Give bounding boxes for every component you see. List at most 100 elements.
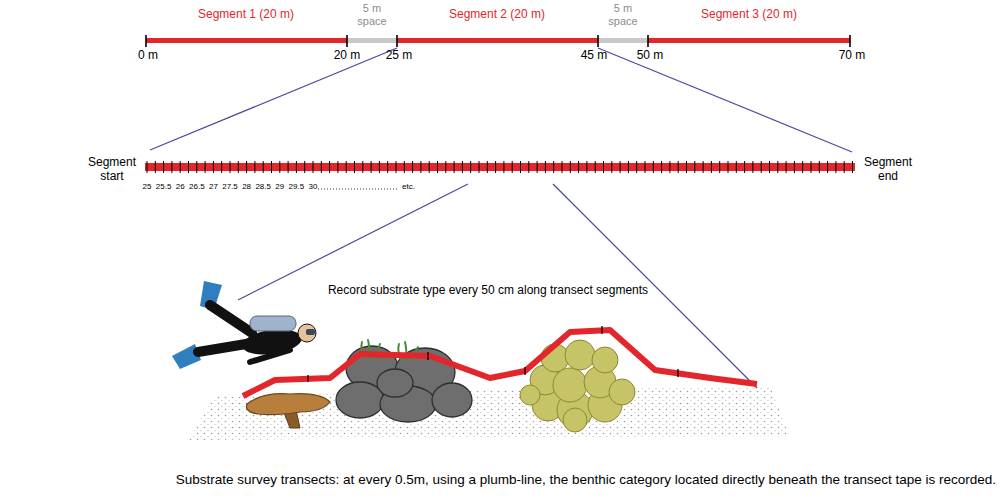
transect-tape [243,330,757,396]
tick [221,161,222,173]
distance-label: 45 m [581,49,608,63]
tick-number: 29.5 [289,182,305,191]
tick-number: 25.5 [156,182,172,191]
tick [462,161,463,173]
tick [437,161,438,173]
tick [254,161,255,173]
tick [420,161,421,173]
tick [246,161,247,173]
tick [703,161,704,173]
tick [661,161,662,173]
segment-label: Segment 3 (20 m) [701,8,797,22]
tick [147,161,148,173]
tick [404,161,405,173]
tick [711,161,712,173]
tick [852,161,853,173]
caption: Substrate survey transects: at every 0.5… [176,472,996,487]
tick [537,161,538,173]
tick-number: 27 [209,182,218,191]
tick [578,161,579,173]
tick [329,161,330,173]
tick [694,161,695,173]
tick [171,161,172,173]
tick [827,161,828,173]
tick [379,161,380,173]
tick [678,161,679,173]
tick [744,161,745,173]
tick [313,161,314,173]
tick [736,161,737,173]
tick-number: 25 [143,182,152,191]
tick [752,161,753,173]
zoom-line [150,48,852,388]
distance-label: 50 m [637,49,664,63]
space-label: 5 m space [354,2,390,27]
etc-label: etc. [402,182,415,191]
tick [512,161,513,173]
tick [296,161,297,173]
dotted-line [318,188,398,189]
tick [586,161,587,173]
tick [454,161,455,173]
tick [719,161,720,173]
diver [172,281,316,369]
tick-number: 28 [242,182,251,191]
tick [445,161,446,173]
tick-number: 30 [309,182,318,191]
tick [777,161,778,173]
tick [669,161,670,173]
tick [603,161,604,173]
tick-number: 28.5 [255,182,271,191]
tick [794,161,795,173]
space-label: 5 m space [605,2,641,27]
tick [811,161,812,173]
tick [304,161,305,173]
distance-label: 70 m [839,49,866,63]
tick [653,161,654,173]
tick [337,161,338,173]
tick [802,161,803,173]
segment-label: Segment 1 (20 m) [198,8,294,22]
tick [279,161,280,173]
tick [728,161,729,173]
tick [553,161,554,173]
tick [611,161,612,173]
tick [163,161,164,173]
tick [487,161,488,173]
tick [371,161,372,173]
tick [180,161,181,173]
tick [636,161,637,173]
segment-start-label: Segment start [83,156,141,184]
tick-number: 26.5 [189,182,205,191]
tick [645,161,646,173]
scale-bar [146,35,850,47]
tick [263,161,264,173]
tick [761,161,762,173]
tick [213,161,214,173]
tick [628,161,629,173]
tick [321,161,322,173]
tick [835,161,836,173]
segment-label: Segment 2 (20 m) [449,8,545,22]
tick-marks [147,161,853,173]
tick [271,161,272,173]
tick [819,161,820,173]
tick [528,161,529,173]
tick-number: 29 [275,182,284,191]
tick [429,161,430,173]
distance-label: 0 m [138,49,158,63]
tick-number: 26 [176,182,185,191]
distance-label: 20 m [334,49,361,63]
sand [188,386,790,440]
instruction-text: Record substrate type every 50 cm along … [325,284,651,298]
tick [620,161,621,173]
tick [238,161,239,173]
tick [346,161,347,173]
tick [503,161,504,173]
tick [155,161,156,173]
tick [470,161,471,173]
tick [686,161,687,173]
tick [354,161,355,173]
